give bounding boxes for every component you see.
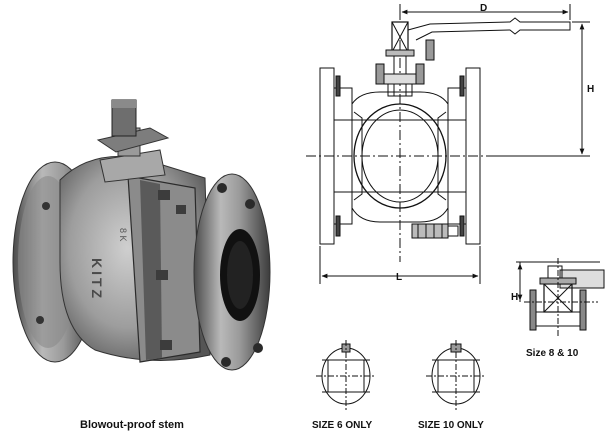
small-drawing-caption: Size 8 & 10 xyxy=(526,348,579,359)
ball-variant-size-10-caption: SIZE 10 ONLY xyxy=(418,420,484,431)
dimension-l-label: L xyxy=(396,272,402,283)
dimension-d-label: D xyxy=(480,3,487,14)
ball-variant-size-6 xyxy=(316,340,376,410)
photo-caption: Blowout-proof stem xyxy=(80,419,184,431)
main-section-drawing xyxy=(306,4,590,284)
small-dimension-h-label: H xyxy=(511,292,518,303)
ball-variant-size-10 xyxy=(426,340,486,410)
ball-variant-size-6-caption: SIZE 6 ONLY xyxy=(312,420,373,431)
body-marking: KITZ xyxy=(89,258,105,301)
dimension-h-label: H xyxy=(587,84,594,95)
body-marking-small: 8 K xyxy=(118,228,128,242)
small-size-drawing xyxy=(516,258,605,336)
valve-photo: KITZ 8 K xyxy=(12,99,271,371)
